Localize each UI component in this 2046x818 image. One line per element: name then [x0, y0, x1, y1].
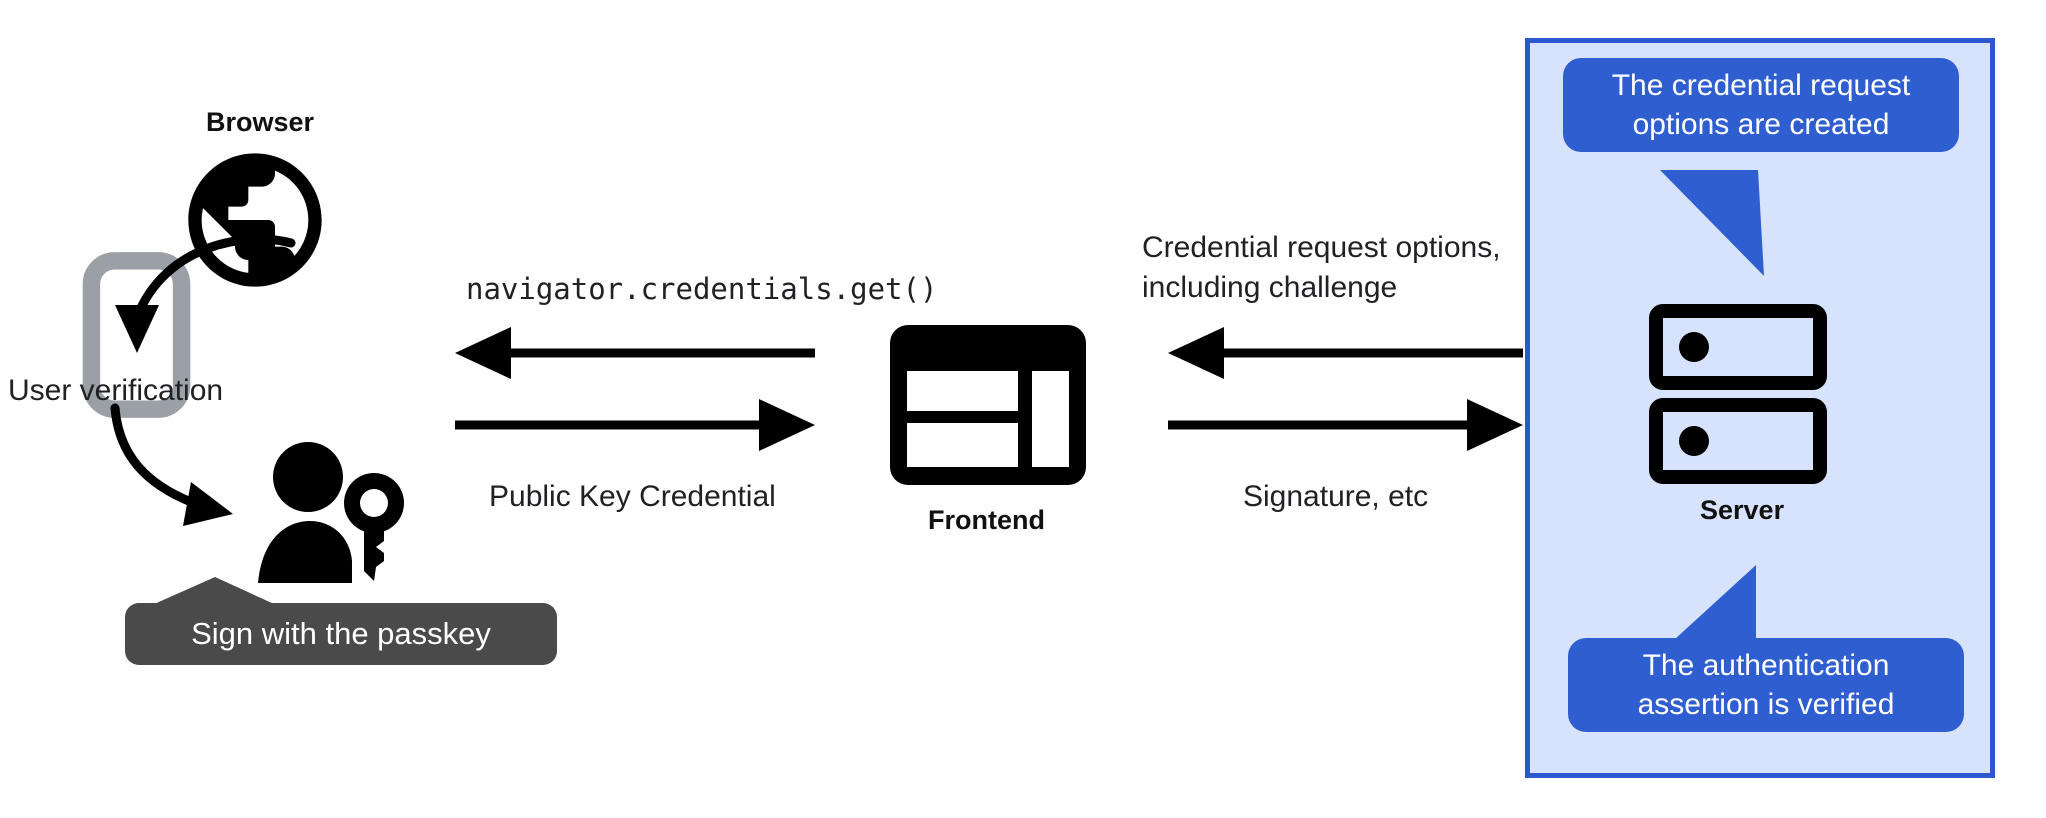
credential-request-options-label-line1: Credential request options,: [1142, 231, 1501, 264]
server-callout-top-line2: options are created: [1632, 108, 1890, 141]
signature-etc-label: Signature, etc: [1243, 480, 1429, 513]
server-callout-bottom-line1: The authentication: [1642, 649, 1890, 682]
sign-with-passkey-tooltip: Sign with the passkey: [125, 603, 557, 665]
globe-icon: [175, 140, 335, 300]
server-callout-bottom: The authentication assertion is verified: [1568, 638, 1964, 732]
arrow-browser-to-frontend: [455, 399, 815, 451]
frontend-label: Frontend: [928, 505, 1045, 535]
web-layout-icon: [890, 325, 1086, 485]
smartphone-icon: [82, 252, 191, 418]
tooltip-pointer: [125, 577, 285, 609]
browser-label: Browser: [206, 107, 315, 137]
public-key-credential-label: Public Key Credential: [489, 480, 776, 513]
server-racks-icon: [1649, 304, 1827, 484]
navigator-credentials-get-label: navigator.credentials.get(): [466, 272, 938, 306]
person-with-key-icon: [252, 433, 422, 593]
arrow-device-to-user: [105, 398, 305, 538]
arrow-browser-to-device: [95, 225, 315, 375]
server-callout-top: The credential request options are creat…: [1563, 58, 1959, 152]
server-callout-bottom-line2: assertion is verified: [1637, 688, 1895, 721]
server-callout-top-line1: The credential request: [1611, 69, 1911, 102]
credential-request-options-label-line2: including challenge: [1142, 271, 1398, 304]
arrow-server-to-frontend: [1168, 327, 1523, 379]
server-label: Server: [1700, 495, 1785, 525]
sign-with-passkey-text: Sign with the passkey: [191, 616, 491, 651]
arrow-frontend-to-browser: [455, 327, 815, 379]
arrow-frontend-to-server: [1168, 399, 1523, 451]
callout-top-pointer: [1660, 170, 1860, 280]
user-verification-label: User verification: [8, 374, 224, 407]
